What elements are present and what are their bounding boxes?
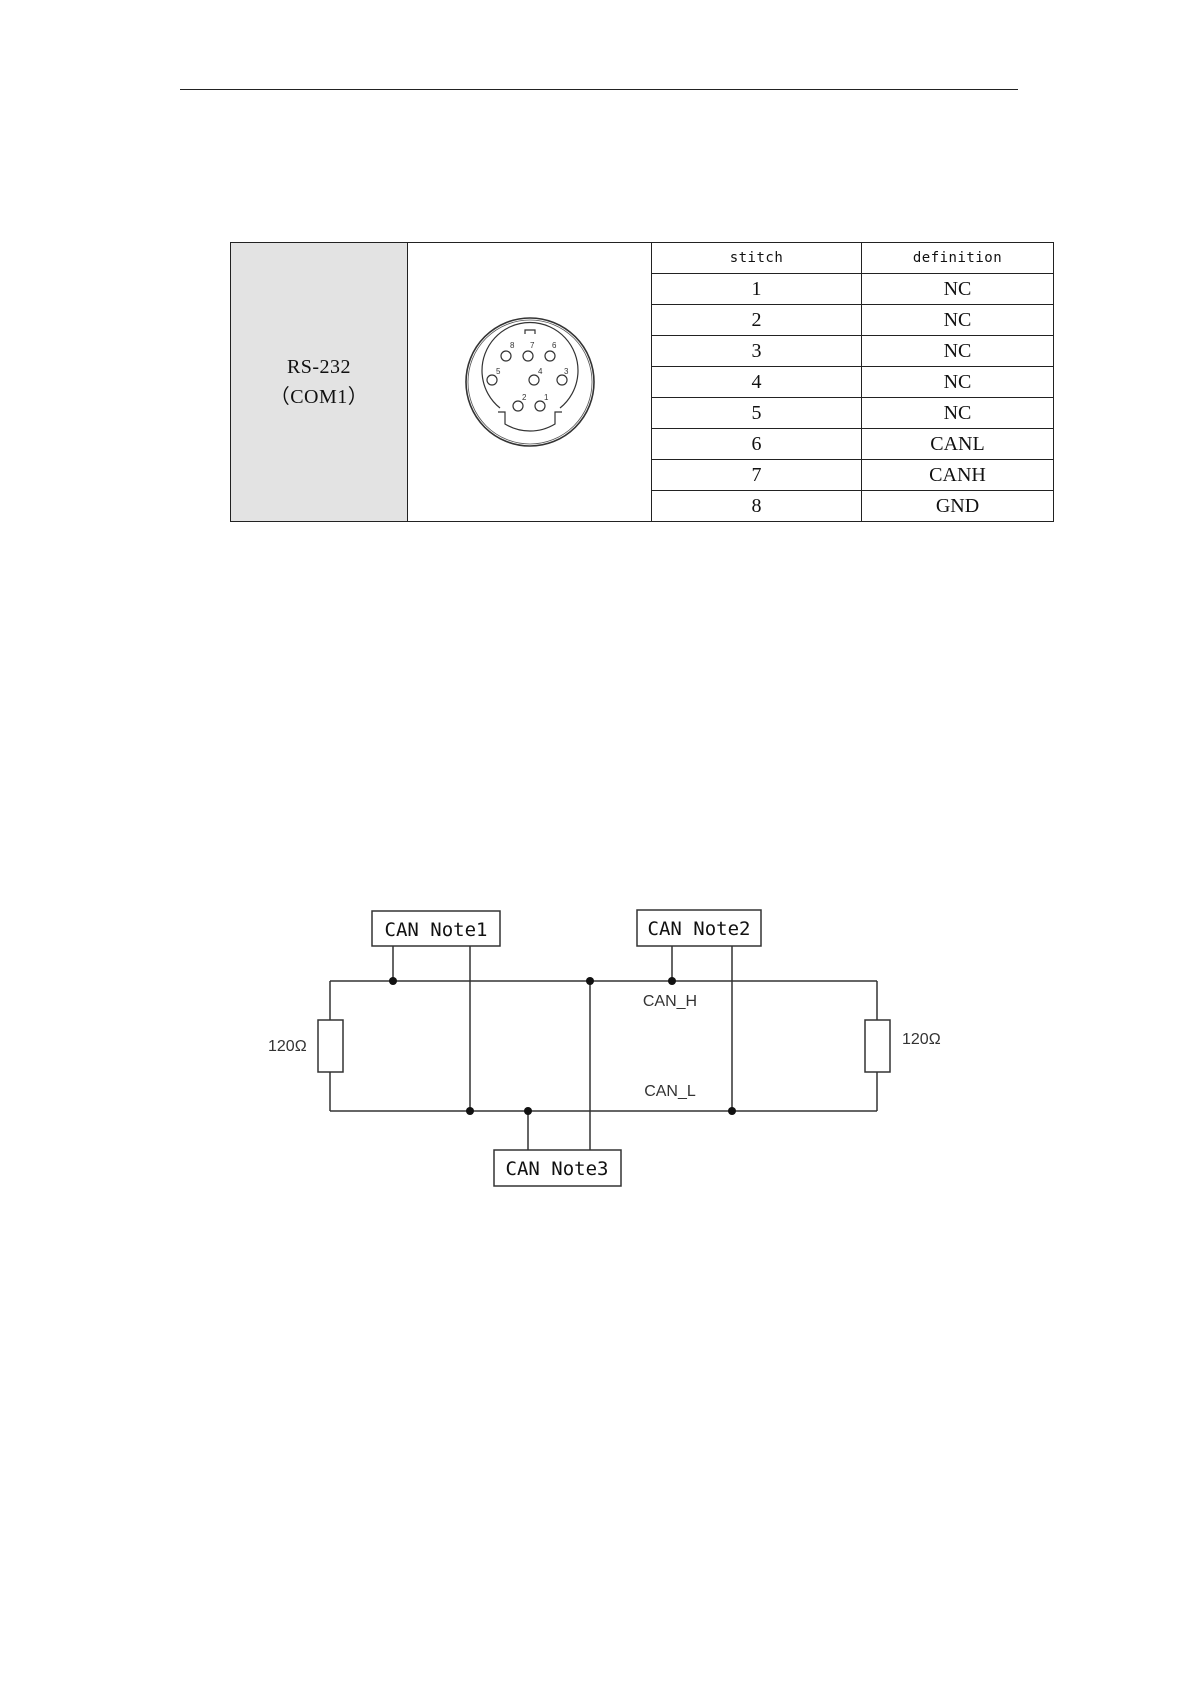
left-resistor-icon bbox=[318, 1020, 343, 1072]
junction-dot bbox=[524, 1107, 532, 1115]
right-resistor-icon bbox=[865, 1020, 890, 1072]
junction-dot bbox=[466, 1107, 474, 1115]
right-resistor-value: 120Ω bbox=[902, 1031, 941, 1048]
junction-dot bbox=[728, 1107, 736, 1115]
left-resistor-value: 120Ω bbox=[268, 1038, 307, 1055]
junction-dot bbox=[586, 977, 594, 985]
can-node-3-label: CAN Note3 bbox=[506, 1158, 609, 1180]
junction-dot bbox=[389, 977, 397, 985]
can-node-1-label: CAN Note1 bbox=[385, 919, 488, 941]
can-h-label: CAN_H bbox=[643, 993, 697, 1010]
junction-dot bbox=[668, 977, 676, 985]
can-node-2-label: CAN Note2 bbox=[648, 918, 751, 940]
can-l-label: CAN_L bbox=[644, 1083, 696, 1100]
